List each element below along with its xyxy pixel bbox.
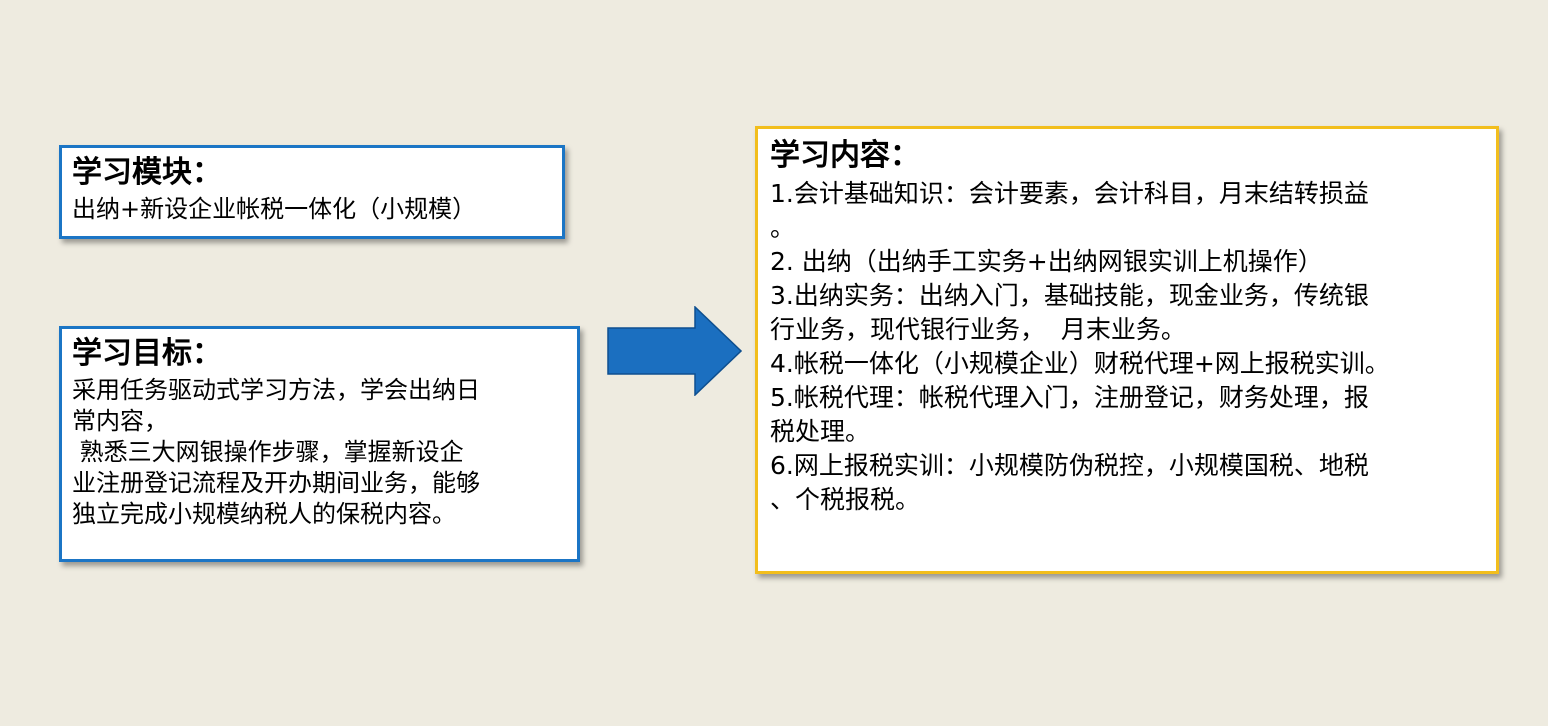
learning-content-line: 5.帐税代理：帐税代理入门，注册登记，财务处理，报 bbox=[770, 383, 1369, 412]
arrow-shape bbox=[607, 306, 742, 396]
learning-module-title: 学习模块： bbox=[72, 155, 222, 190]
learning-module-box: 学习模块： 出纳+新设企业帐税一体化（小规模） bbox=[59, 145, 565, 239]
learning-content-line: 1.会计基础知识：会计要素，会计科目，月末结转损益 bbox=[770, 179, 1369, 208]
right-edge-strip bbox=[1548, 0, 1558, 726]
learning-content-title: 学习内容： bbox=[770, 138, 920, 173]
learning-content-line: 行业务，现代银行业务， 月末业务。 bbox=[770, 315, 1186, 344]
learning-content-line: 、个税报税。 bbox=[770, 485, 921, 514]
learning-content-line: 。 bbox=[770, 213, 796, 242]
learning-content-line: 3.出纳实务：出纳入门，基础技能，现金业务，传统银 bbox=[770, 281, 1369, 310]
learning-goal-line: 采用任务驱动式学习方法，学会出纳日 bbox=[72, 376, 480, 404]
learning-content-line: 2. 出纳（出纳手工实务+出纳网银实训上机操作） bbox=[770, 247, 1323, 276]
learning-content-line: 6.网上报税实训：小规模防伪税控，小规模国税、地税 bbox=[770, 451, 1369, 480]
learning-goal-line: 业注册登记流程及开办期间业务，能够 bbox=[72, 469, 480, 497]
learning-goal-line: 独立完成小规模纳税人的保税内容。 bbox=[72, 500, 456, 528]
learning-content-line: 4.帐税一体化（小规模企业）财税代理+网上报税实训。 bbox=[770, 349, 1390, 378]
learning-goal-title: 学习目标： bbox=[72, 336, 222, 371]
learning-goal-line: 常内容， bbox=[72, 407, 168, 435]
learning-goal-box: 学习目标： 采用任务驱动式学习方法，学会出纳日 常内容， 熟悉三大网银操作步骤，… bbox=[59, 326, 580, 562]
right-arrow-icon bbox=[607, 306, 742, 396]
learning-content-box: 学习内容： 1.会计基础知识：会计要素，会计科目，月末结转损益 。 2. 出纳（… bbox=[755, 126, 1499, 574]
learning-goal-line: 熟悉三大网银操作步骤，掌握新设企 bbox=[72, 438, 464, 466]
learning-content-line: 税处理。 bbox=[770, 417, 871, 446]
learning-module-line: 出纳+新设企业帐税一体化（小规模） bbox=[72, 195, 477, 223]
